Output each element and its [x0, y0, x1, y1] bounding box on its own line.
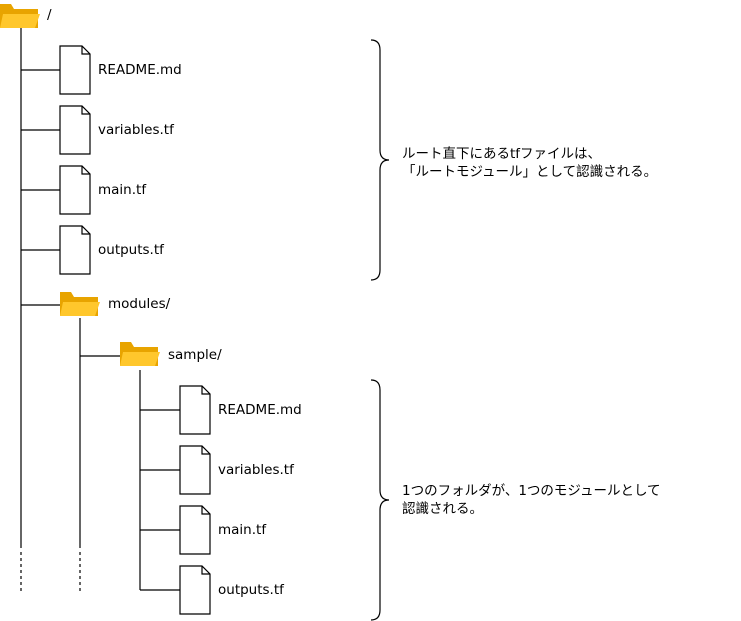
sample-folder-icon — [120, 342, 160, 366]
sample-file-icon — [179, 445, 211, 495]
root-file-label: outputs.tf — [98, 242, 164, 258]
root-file-label: variables.tf — [98, 122, 174, 138]
sample-file-label: variables.tf — [218, 462, 294, 478]
root-file-label: README.md — [98, 62, 182, 78]
module-note: 1つのフォルダが、1つのモジュールとして 認識される。 — [402, 483, 661, 517]
modules-folder-label: modules/ — [108, 296, 171, 312]
sample-file-icon — [179, 565, 211, 615]
root-files-brace — [370, 39, 390, 281]
tree-connectors — [20, 28, 180, 592]
root-folder-icon — [0, 4, 40, 28]
sample-folder-label: sample/ — [168, 347, 222, 363]
root-file-icon — [59, 225, 91, 275]
module-files-brace — [370, 379, 390, 621]
sample-file-label: main.tf — [218, 522, 267, 538]
root-module-note: ルート直下にあるtfファイルは、 「ルートモジュール」として認識される。 — [402, 146, 658, 180]
modules-folder-icon — [60, 292, 100, 316]
sample-file-icon — [179, 385, 211, 435]
sample-file-label: outputs.tf — [218, 582, 284, 598]
root-file-icon — [59, 45, 91, 95]
root-folder-label: / — [47, 7, 52, 23]
root-file-icon — [59, 105, 91, 155]
sample-file-label: README.md — [218, 402, 302, 418]
sample-file-icon — [179, 505, 211, 555]
root-file-icon — [59, 165, 91, 215]
root-file-label: main.tf — [98, 182, 147, 198]
